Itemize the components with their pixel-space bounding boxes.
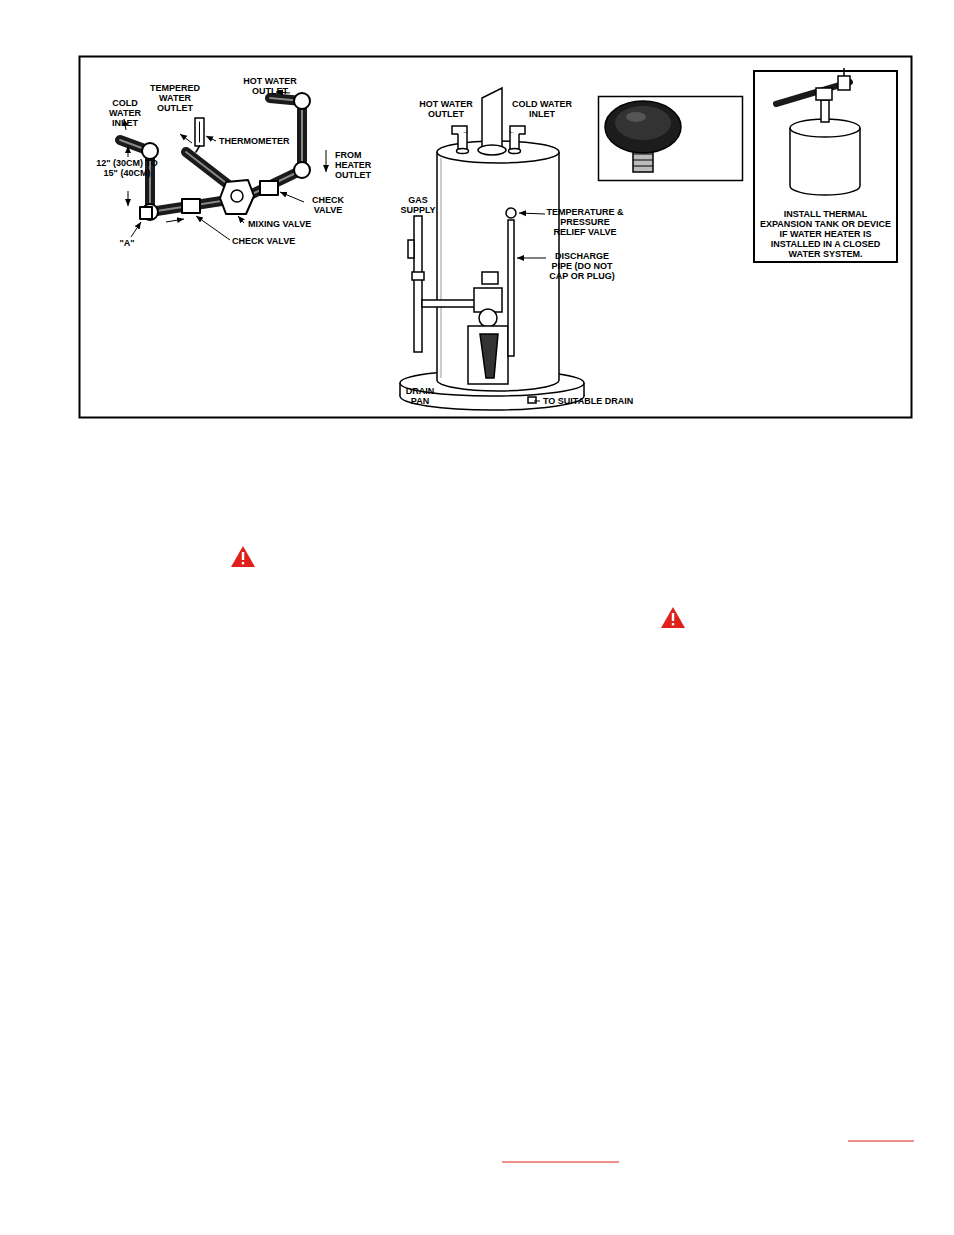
part-label: MIXING VALVE — [248, 219, 338, 229]
knob-detail-part — [605, 101, 681, 153]
mixing-valve-piping-part — [199, 122, 200, 142]
heater-leaders-part — [519, 213, 545, 214]
water-heater-part — [468, 326, 508, 384]
mixing-valve-piping-part — [294, 162, 310, 178]
part-label: TEMPERATURE & PRESSURE RELIEF VALVE — [546, 207, 624, 237]
water-heater-part — [441, 158, 442, 378]
part-label: THERMOMETER — [219, 136, 299, 146]
knob-detail-part — [633, 166, 653, 167]
expansion-tank-part — [790, 128, 860, 195]
knob-detail-part — [626, 112, 646, 122]
leader-arrows-part — [280, 192, 304, 202]
mixing-valve-piping-part — [252, 98, 302, 194]
water-heater-part — [422, 300, 476, 307]
warning-icon-part — [672, 613, 674, 621]
mixing-valve-piping-part — [260, 181, 278, 195]
dimension-label: 12" (30CM) TO 15" (40CM) — [96, 158, 158, 178]
mixing-valve-piping-part — [186, 152, 230, 186]
knob-detail — [599, 97, 743, 181]
warning-icon-part — [231, 546, 255, 567]
part-label: COLD WATER INLET — [98, 98, 152, 128]
water-heater-part — [479, 309, 497, 327]
expansion-tank-part — [821, 100, 829, 122]
water-heater-part — [414, 216, 422, 352]
knob-detail-part — [633, 160, 653, 161]
part-label: CHECK VALVE — [232, 236, 322, 246]
water-heater-part — [509, 149, 521, 154]
leader-arrows-part — [131, 222, 141, 237]
figure-frame — [80, 57, 912, 418]
water-heater-part — [408, 240, 414, 258]
mixing-valve-piping — [120, 93, 310, 220]
water-heater-part — [528, 397, 536, 403]
part-label: COLD WATER INLET — [506, 99, 578, 119]
mixing-valve-piping-part — [186, 152, 230, 186]
leader-arrows-part — [238, 216, 244, 223]
water-heater-part — [506, 208, 516, 218]
warning-icon-part — [672, 623, 674, 625]
note-text: INSTALL THERMAL EXPANSION TANK OR DEVICE… — [759, 209, 892, 259]
leader-arrows-part — [196, 216, 230, 240]
knob-detail-part — [615, 106, 671, 140]
mixing-valve-piping-part — [231, 190, 243, 202]
leader-arrows-part — [326, 150, 327, 172]
leader-arrows-part — [206, 136, 216, 141]
mixing-valve-piping-part — [182, 199, 200, 213]
water-heater-part — [478, 145, 506, 155]
part-label: FROM HEATER OUTLET — [335, 150, 381, 180]
mixing-valve-piping-part — [196, 146, 200, 152]
water-heater-part — [457, 149, 469, 154]
warning-icon-part — [242, 552, 244, 560]
mixing-valve-piping-part — [294, 93, 310, 109]
water-heater-part — [458, 132, 467, 150]
part-label: CHECK VALVE — [304, 195, 352, 215]
leader-arrows-part — [128, 191, 129, 206]
expansion-tank-part — [838, 76, 850, 90]
mixing-valve-piping-part — [142, 143, 158, 159]
water-heater-part — [482, 272, 498, 284]
water-heater-part — [452, 126, 467, 134]
leader-arrows-part — [166, 219, 184, 222]
mixing-valve-piping-part — [195, 118, 204, 146]
water-heater-part — [412, 272, 424, 280]
part-label: DRAIN PAN — [398, 386, 442, 406]
water-heater-part — [437, 152, 559, 391]
heater-leaders-part — [517, 258, 546, 259]
mixing-valve-piping-part — [140, 207, 152, 219]
heater-leaders-part — [534, 401, 540, 402]
water-heater-part — [482, 88, 502, 150]
warning-icon-part — [661, 607, 685, 628]
part-label: HOT WATER OUTLET — [414, 99, 478, 119]
note-panel: INSTALL THERMAL EXPANSION TANK OR DEVICE… — [753, 70, 898, 263]
water-heater-part — [480, 334, 498, 378]
part-label: TO SUITABLE DRAIN — [543, 396, 643, 406]
leader-arrows-part — [180, 134, 192, 143]
link-underline — [848, 1141, 914, 1142]
expansion-tank-part — [816, 88, 832, 100]
heater-leaders — [517, 213, 546, 401]
part-label: GAS SUPPLY — [398, 195, 438, 215]
link-underline — [502, 1162, 619, 1163]
knob-detail-part — [599, 97, 743, 181]
water-heater-part — [510, 126, 525, 134]
warning-icon-part — [242, 562, 244, 564]
callout-letter: "A" — [114, 238, 140, 248]
leader-arrows-part — [128, 146, 129, 157]
water-heater — [400, 88, 584, 410]
warning-icon — [661, 607, 685, 628]
part-label: TEMPERED WATER OUTLET — [140, 83, 210, 113]
warning-icon — [231, 546, 255, 567]
expansion-tank — [776, 68, 860, 195]
water-heater-part — [510, 132, 519, 150]
water-heater-part — [508, 220, 514, 356]
mixing-valve-piping-part — [252, 98, 302, 194]
mixing-valve-piping-part — [220, 180, 254, 214]
part-label: DISCHARGE PIPE (DO NOT CAP OR PLUG) — [548, 251, 616, 281]
part-label: HOT WATER OUTLET — [238, 76, 302, 96]
